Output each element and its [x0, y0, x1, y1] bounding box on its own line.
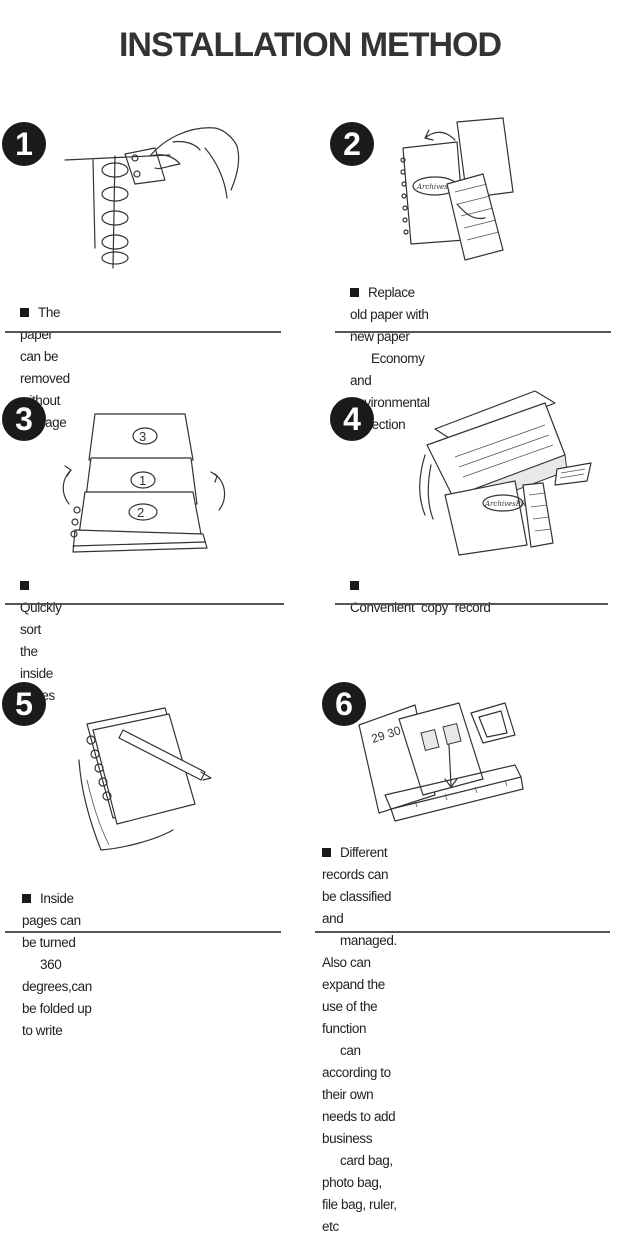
step-1-number-badge: 1 [2, 122, 46, 166]
step-2-illustration-replace-paper: ArchivesPRO [400, 117, 514, 261]
step-3-page-mark-1: 1 [139, 473, 146, 488]
step-3-illustration-sort-pages: 3 1 2 [62, 413, 226, 553]
step-3-number-badge: 3 [2, 397, 46, 441]
step-2-divider [335, 331, 611, 333]
bullet-square-icon [322, 848, 331, 857]
step-3-page-mark-3: 3 [139, 429, 146, 444]
step-6-illustration-accessories: 29 30 31 [358, 702, 524, 822]
step-1-divider [5, 331, 281, 333]
step-2-number-badge: 2 [330, 122, 374, 166]
step-6-divider [315, 931, 610, 933]
bullet-square-icon [350, 581, 359, 590]
step-5-illustration-folded-notebook [78, 707, 212, 851]
step-5-number-badge: 5 [2, 682, 46, 726]
step-5-caption: Inside pages can be turned 360 degrees,c… [22, 891, 92, 1038]
step-4-divider [335, 603, 608, 605]
bullet-square-icon [350, 288, 359, 297]
step-2-brand-text: ArchivesPRO [416, 183, 464, 191]
step-3-page-mark-2: 2 [137, 505, 144, 520]
bullet-square-icon [20, 308, 29, 317]
bullet-square-icon [20, 581, 29, 590]
step-1-illustration-ring-binder-remove [64, 127, 240, 269]
step-4-number-badge: 4 [330, 397, 374, 441]
step-4-caption: Convenient copy record [350, 575, 491, 619]
step-4-brand-text: ArchivesPRO [484, 500, 532, 508]
bullet-square-icon [22, 894, 31, 903]
step-6-number-badge: 6 [322, 682, 366, 726]
page-title: INSTALLATION METHOD [118, 26, 502, 64]
step-6-caption: Different records can be classified and … [322, 845, 397, 1234]
step-5-divider [5, 931, 281, 933]
step-3-divider [5, 603, 284, 605]
step-4-illustration-copier: ArchivesPRO [419, 390, 592, 556]
